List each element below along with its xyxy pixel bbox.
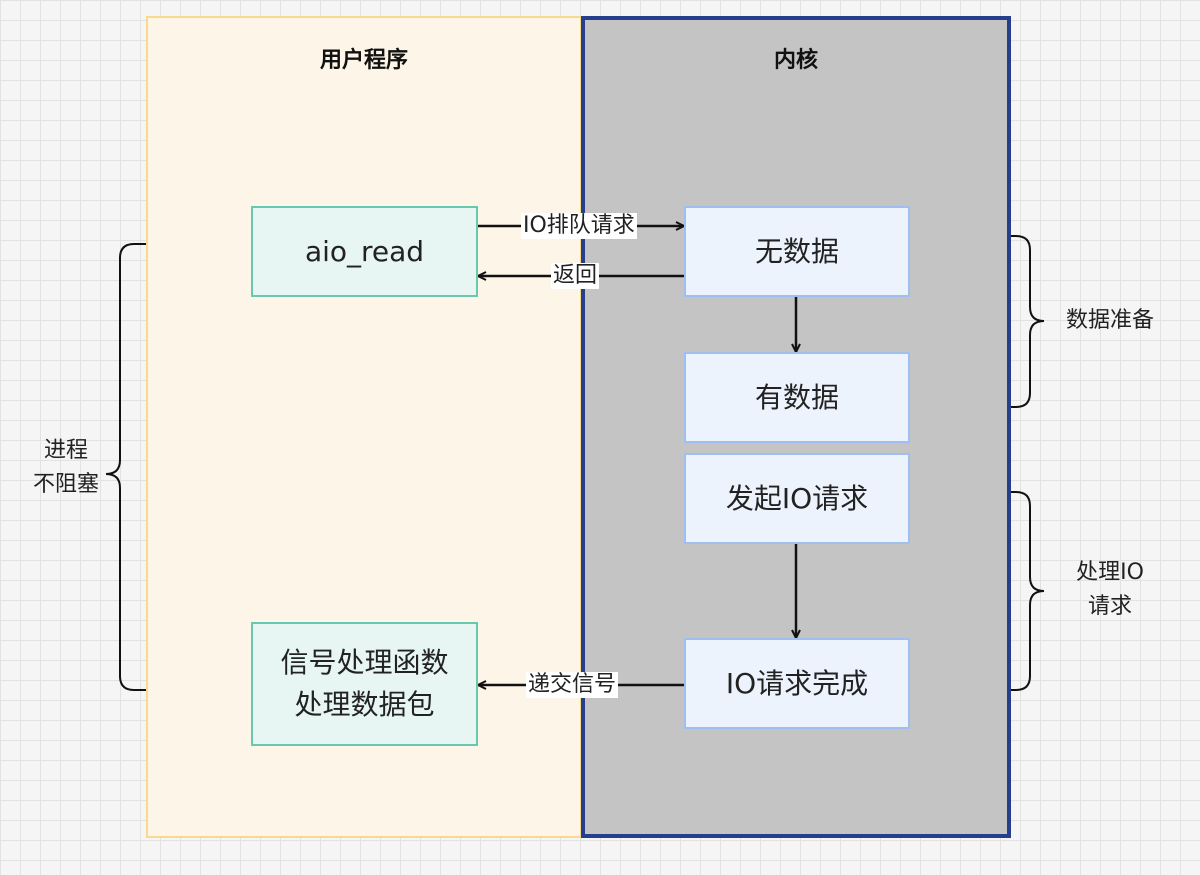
- signal-handler-line1: 信号处理函数: [280, 646, 449, 679]
- edge-label-return: 返回: [551, 263, 600, 290]
- edge-label-io-queue-request: IO排队请求: [521, 213, 637, 240]
- has-data-node: 有数据: [684, 352, 910, 443]
- brace-data-prep: [1011, 235, 1045, 408]
- kernel-panel-title: 内核: [773, 48, 818, 73]
- brace-handle-io: [1011, 491, 1045, 691]
- start-io-node: 发起IO请求: [684, 453, 910, 544]
- aio-read-node: aio_read: [251, 206, 478, 297]
- handle-io-label-line2: 请求: [1087, 594, 1132, 620]
- process-label-line1: 进程: [43, 438, 88, 463]
- io-done-node: IO请求完成: [684, 638, 910, 729]
- user-panel-title: 用户程序: [319, 48, 408, 73]
- handle-io-label-line1: 处理IO: [1076, 560, 1144, 585]
- handle-io-label: 处理IO 请求: [1052, 556, 1168, 624]
- signal-handler-node: 信号处理函数 处理数据包: [251, 622, 478, 746]
- edge-label-deliver-signal: 递交信号: [526, 672, 619, 699]
- brace-process-non-blocking: [105, 243, 146, 691]
- no-data-node: 无数据: [684, 206, 910, 297]
- data-prep-label: 数据准备: [1065, 308, 1154, 333]
- signal-handler-line2: 处理数据包: [294, 688, 435, 721]
- process-non-blocking-label: 进程 不阻塞: [18, 434, 114, 502]
- process-label-line2: 不阻塞: [32, 472, 99, 498]
